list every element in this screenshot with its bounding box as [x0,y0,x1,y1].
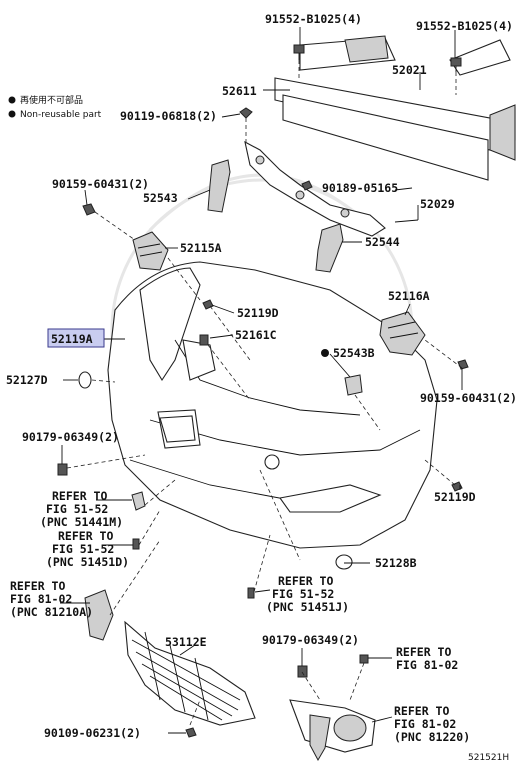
label-91552-left: 91552-B1025(4) [265,12,362,26]
label-52116a: 52116A [388,289,430,303]
cover-52543b[interactable] [344,374,363,396]
bracket-81210a[interactable] [84,589,114,641]
bracket-52029[interactable] [244,140,386,237]
label-52119a: 52119A [51,332,93,346]
bolt-90189-icon [301,180,313,191]
non-reusable-bullet-icon [321,349,329,357]
bumper-reinforcement-52021[interactable] [274,35,516,181]
ref1-line2: FIG 51-52 [46,502,108,516]
label-90159-right: 90159-60431(2) [420,391,517,405]
ref1-line1: REFER TO [52,489,107,503]
bumper-cover-52119a[interactable] [107,261,438,549]
label-52161c: 52161C [235,328,277,342]
label-52119d-top: 52119D [237,306,279,320]
label-90179-bottom: 90179-06349(2) [262,633,359,647]
label-90159-left: 90159-60431(2) [52,177,149,191]
ref2-line2: FIG 51-52 [52,542,114,556]
clip-81-02-icon [359,654,369,664]
label-90109: 90109-06231(2) [44,726,141,740]
label-90189: 90189-05165 [322,181,398,195]
part-labels: 91552-B1025(4) 91552-B1025(4) 52021 5261… [6,12,517,763]
clip-51451d-icon [132,538,140,550]
clip-51441m-icon [131,491,146,511]
ref5-line2: FIG 81-02 [396,658,458,672]
ref1-line3: (PNC 51441M) [40,515,123,529]
ref4-line3: (PNC 51451J) [266,600,349,614]
legend-bullet-icon [8,96,16,104]
ref6-line3: (PNC 81220) [394,730,470,744]
legend: 再使用不可部品 Non-reusable part [8,94,102,120]
label-52611: 52611 [222,84,257,98]
grille-53112e[interactable] [124,620,256,726]
label-90179-left: 90179-06349(2) [22,430,119,444]
ref3-line3: (PNC 81210A) [10,605,93,619]
label-52029: 52029 [420,197,455,211]
bracket-52116a[interactable] [379,311,426,356]
label-52127d: 52127D [6,373,48,387]
bracket-52115a[interactable] [132,231,169,271]
bolt-91552-left-icon [293,44,305,60]
label-52119d-bottom: 52119D [434,490,476,504]
ref3-line1: REFER TO [10,579,65,593]
ref3-line2: FIG 81-02 [10,592,72,606]
retainer-52543[interactable] [207,159,231,213]
leader-lines [60,27,463,734]
bolt-91552-right-icon [450,57,462,72]
clip-51451j-icon [247,587,255,599]
fog-lamp-81220[interactable] [289,699,376,762]
retainer-52544[interactable] [315,223,344,273]
label-52543: 52543 [143,191,178,205]
legend-jp-text: 再使用不可部品 [20,94,83,106]
ref6-line2: FIG 81-02 [394,717,456,731]
label-52543b: 52543B [333,346,375,360]
assembly-lines [66,60,463,726]
legend-en-text: Non-reusable part [20,110,102,120]
clip-52161c-icon [199,334,209,346]
label-52119a-highlight [47,328,105,348]
cap-52127d[interactable] [78,371,92,389]
cap-52128b[interactable] [335,554,353,570]
legend-bullet-icon [8,110,16,118]
ref6-line1: REFER TO [394,704,449,718]
ref4-line2: FIG 51-52 [272,587,334,601]
ref4-line1: REFER TO [278,574,333,588]
clip-90119-icon [239,107,253,119]
figure-id: 521521H [468,753,509,763]
label-53112e: 53112E [165,635,207,649]
ref2-line3: (PNC 51451D) [46,555,129,569]
label-52128b: 52128B [375,556,417,570]
label-52544: 52544 [365,235,400,249]
nut-90179-bottom-icon [297,665,308,678]
ref2-line1: REFER TO [58,529,113,543]
label-91552-right: 91552-B1025(4) [416,19,513,33]
nut-90179-left-icon [57,463,68,476]
screw-90109-icon [185,727,197,738]
label-52021: 52021 [392,63,427,77]
bolt-90159-right-icon [457,359,469,370]
label-52115a: 52115A [180,241,222,255]
label-90119: 90119-06818(2) [120,109,217,123]
bolt-90159-left-icon [82,203,96,216]
ref5-line1: REFER TO [396,645,451,659]
